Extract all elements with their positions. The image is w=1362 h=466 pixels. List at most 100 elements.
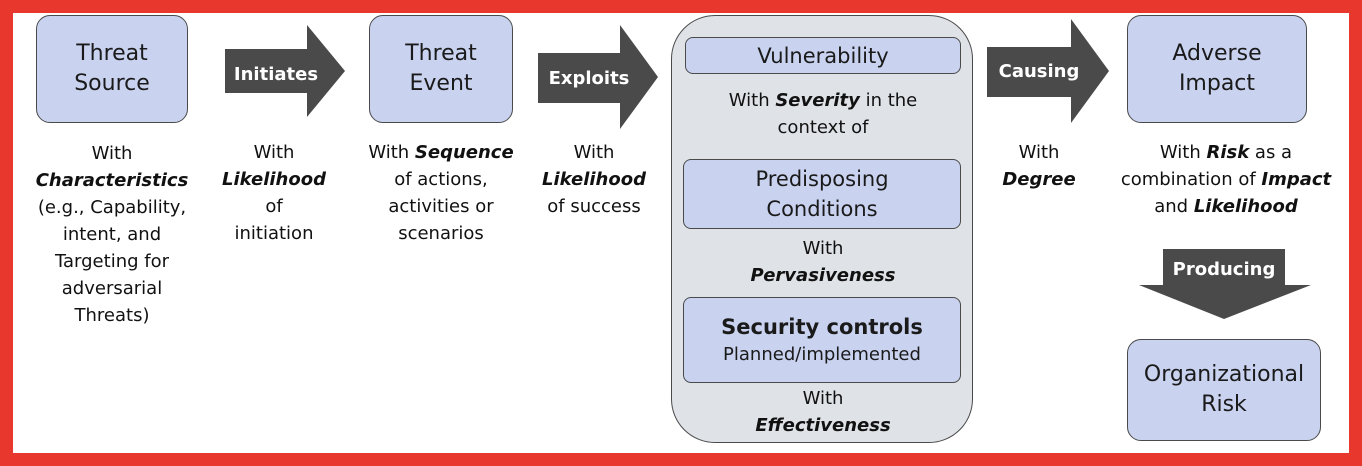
description-line: Characteristics: [21, 167, 203, 194]
description-line: With: [685, 235, 961, 262]
threat-event-title-line1: Threat: [405, 41, 477, 66]
adverse-impact-box: Adverse Impact: [1127, 15, 1307, 123]
organizational-risk-title-line1: Organizational: [1143, 362, 1305, 387]
description-line: With: [529, 139, 659, 166]
description-line: Targeting for: [21, 248, 203, 275]
description-text: of success: [547, 196, 641, 217]
description-line: With: [685, 385, 961, 412]
description-line: (e.g., Capability,: [21, 194, 203, 221]
description-line: Effectiveness: [685, 412, 961, 439]
adverse-impact-title-line1: Adverse: [1172, 41, 1262, 66]
producing-arrow: [1139, 249, 1311, 319]
predisposing-conditions-line2: Conditions: [766, 197, 878, 221]
vulnerability-description: With Severity in the context of: [685, 87, 961, 141]
security-controls-subtitle: Planned/implemented: [723, 344, 921, 365]
description-text: combination of: [1120, 169, 1262, 190]
description-emphasis: Degree: [1002, 169, 1076, 190]
producing-arrow-label: Producing: [1172, 259, 1276, 280]
description-line: adversarial: [21, 275, 203, 302]
description-text: With: [802, 238, 844, 259]
causing-arrow-label: Causing: [998, 61, 1080, 82]
threat-source-title-line1: Threat: [76, 41, 148, 66]
description-text: activities or: [388, 196, 494, 217]
description-line: context of: [685, 114, 961, 141]
description-line: Likelihood: [209, 166, 339, 193]
description-line: intent, and: [21, 221, 203, 248]
description-line: With Sequence: [361, 139, 521, 166]
description-text: With: [802, 388, 844, 409]
description-text: Threats): [74, 305, 150, 326]
description-line: Threats): [21, 302, 203, 329]
description-line: activities or: [361, 193, 521, 220]
threat-source-box: Threat Source: [36, 15, 188, 123]
description-line: With: [971, 139, 1107, 166]
description-text: With: [573, 142, 615, 163]
description-text: initiation: [234, 223, 314, 244]
description-text: With: [91, 143, 133, 164]
description-text: scenarios: [398, 223, 484, 244]
threat-event-description: With Sequence of actions, activities or sce…: [361, 139, 521, 247]
threat-event-box: Threat Event: [369, 15, 513, 123]
description-text: With: [1018, 142, 1060, 163]
description-text: as a: [1249, 142, 1293, 163]
vulnerability-box: Vulnerability: [685, 37, 961, 74]
description-emphasis: Pervasiveness: [750, 265, 896, 286]
description-line: of: [209, 193, 339, 220]
description-line: initiation: [209, 220, 339, 247]
adverse-impact-title-line2: Impact: [1178, 71, 1256, 96]
description-text: adversarial: [61, 278, 163, 299]
description-text: context of: [777, 117, 869, 138]
threat-source-title-line2: Source: [74, 71, 150, 96]
initiates-arrow-label: Initiates: [233, 64, 319, 85]
description-text: of: [265, 196, 283, 217]
description-text: Targeting for: [55, 251, 169, 272]
description-text: With: [728, 90, 776, 111]
description-text: intent, and: [62, 224, 162, 245]
predisposing-conditions-box: Predisposing Conditions: [683, 159, 961, 229]
initiates-arrow: [225, 25, 345, 117]
description-line: combination of Impact: [1113, 166, 1339, 193]
description-line: of success: [529, 193, 659, 220]
description-line: Pervasiveness: [685, 262, 961, 289]
description-line: Likelihood: [529, 166, 659, 193]
description-text: With: [1159, 142, 1207, 163]
causing-arrow: [987, 19, 1109, 123]
description-line: and Likelihood: [1113, 193, 1339, 220]
description-line: With Risk as a: [1113, 139, 1339, 166]
description-emphasis: Characteristics: [35, 170, 189, 191]
description-emphasis: Likelihood: [222, 169, 326, 190]
description-line: With: [21, 140, 203, 167]
exploits-arrow: [538, 25, 658, 129]
description-text: in the: [859, 90, 918, 111]
description-text: of actions,: [394, 169, 488, 190]
description-line: With: [209, 139, 339, 166]
threat-event-title-line2: Event: [409, 71, 473, 96]
description-emphasis: Risk: [1206, 142, 1250, 163]
security-controls-box: Security controls Planned/implemented: [683, 297, 961, 383]
organizational-risk-box: Organizational Risk: [1127, 339, 1321, 441]
description-emphasis: Effectiveness: [755, 415, 891, 436]
description-line: of actions,: [361, 166, 521, 193]
description-emphasis: Impact: [1261, 169, 1332, 190]
description-emphasis: Severity: [775, 90, 860, 111]
description-text: and: [1154, 196, 1194, 217]
description-line: With Severity in the: [685, 87, 961, 114]
description-emphasis: Likelihood: [1193, 196, 1298, 217]
description-text: (e.g., Capability,: [37, 197, 187, 218]
description-emphasis: Sequence: [414, 142, 514, 163]
description-line: scenarios: [361, 220, 521, 247]
description-text: With: [253, 142, 295, 163]
vulnerability-title: Vulnerability: [757, 43, 889, 68]
description-emphasis: Likelihood: [542, 169, 646, 190]
security-controls-title: Security controls: [721, 315, 923, 339]
predisposing-conditions-line1: Predisposing: [755, 167, 889, 191]
